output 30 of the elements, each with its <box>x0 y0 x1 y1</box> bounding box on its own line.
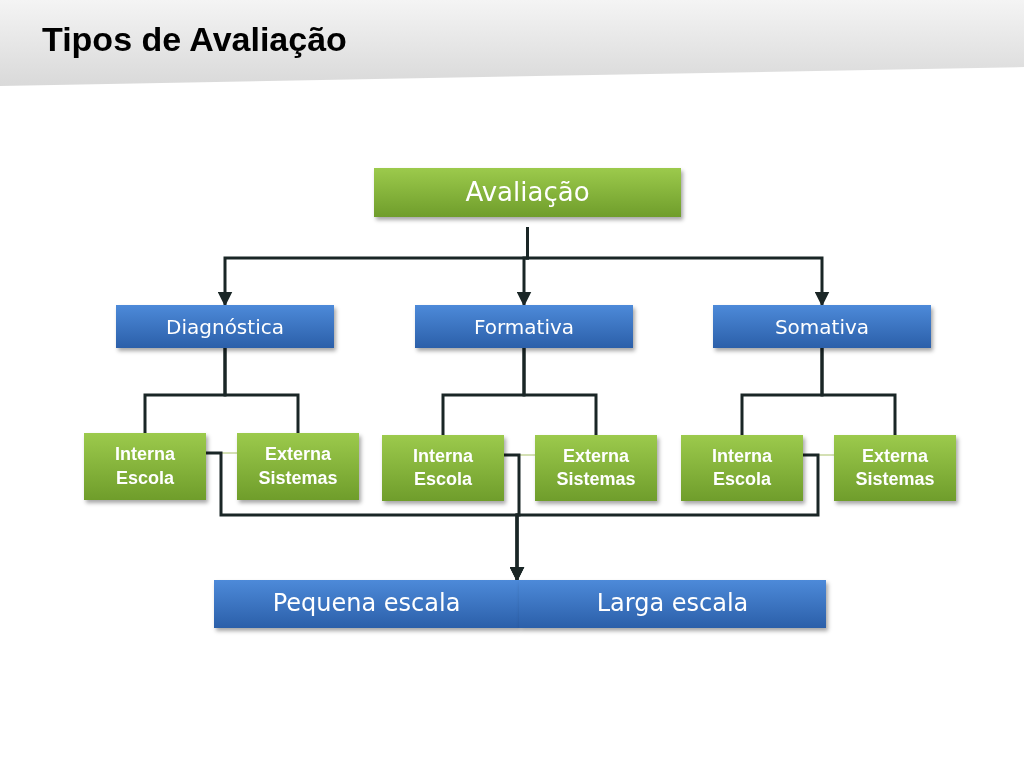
box-label: Interna Escola <box>114 443 176 490</box>
arrow <box>509 453 820 582</box>
category-box <box>84 433 206 500</box>
box-label: Avaliação <box>465 175 590 209</box>
box-label: Pequena escala <box>272 588 461 620</box>
box-label: Diagnóstica <box>166 313 284 340</box>
connector-line <box>820 348 897 435</box>
connector-line <box>223 348 300 433</box>
category-box <box>382 435 504 501</box>
arrow <box>526 227 830 307</box>
box-label: Interna Escola <box>711 444 773 491</box>
type-box <box>116 305 334 348</box>
type-box <box>214 580 519 628</box>
box-label: Formativa <box>473 313 575 340</box>
box-label: Externa Sistemas <box>555 444 637 491</box>
connector-line <box>522 348 598 435</box>
box-label: Interna Escola <box>412 444 474 491</box>
slide-title: Tipos de Avaliação <box>42 20 347 59</box>
type-box <box>415 305 633 348</box>
category-box <box>237 433 359 500</box>
category-box <box>681 435 803 501</box>
box-label: Larga escala <box>596 588 749 620</box>
category-box <box>834 435 956 501</box>
type-box <box>519 580 826 628</box>
box-label: Externa Sistemas <box>257 443 339 490</box>
category-box <box>535 435 657 501</box>
category-box <box>374 168 681 217</box>
box-label: Externa Sistemas <box>854 444 936 491</box>
box-label: Somativa <box>774 313 870 340</box>
type-box <box>713 305 931 348</box>
